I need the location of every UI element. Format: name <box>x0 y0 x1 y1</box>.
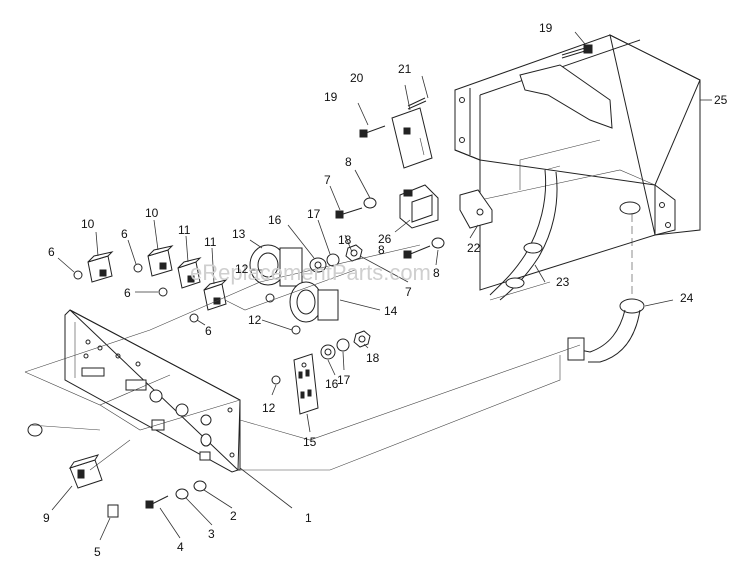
o-ring-12-c <box>271 375 281 385</box>
washer-3 <box>175 488 189 500</box>
callout-12b: 12 <box>248 313 262 327</box>
callout-12a: 12 <box>235 262 249 276</box>
screw-board <box>359 125 386 138</box>
relay-module <box>399 184 439 229</box>
lockwasher-17-lower <box>336 338 350 352</box>
callout-17a: 17 <box>307 207 321 221</box>
callout-1: 1 <box>305 511 312 525</box>
callout-6b: 6 <box>121 227 128 241</box>
callout-8c: 8 <box>433 266 440 280</box>
twist-lock-receptacle-upper <box>249 244 303 287</box>
leader-lines <box>51 31 712 541</box>
callout-23: 23 <box>556 275 570 289</box>
duplex-receptacle <box>293 353 319 415</box>
callout-16b: 16 <box>325 377 339 391</box>
o-ring-6-a <box>73 270 83 280</box>
callout-21: 21 <box>398 62 412 76</box>
assembly-guide-lines <box>24 244 581 471</box>
callout-19b: 19 <box>324 90 338 104</box>
breaker-11-right <box>203 279 228 311</box>
callout-labels: 1 2 3 4 5 6 6 6 6 7 7 8 8 8 9 10 10 11 1… <box>43 21 728 559</box>
washer-2 <box>193 480 207 492</box>
callout-6c: 6 <box>124 286 131 300</box>
o-ring-6-d <box>189 313 199 323</box>
o-ring-6-c <box>158 287 168 297</box>
callout-18b: 18 <box>366 351 380 365</box>
callout-12c: 12 <box>262 401 276 415</box>
circuit-board <box>391 107 433 169</box>
o-ring-6-b <box>133 263 143 273</box>
washer-16-lower <box>320 344 336 360</box>
callout-7b: 7 <box>405 285 412 299</box>
screw-4 <box>145 495 169 509</box>
lockwasher-17-upper <box>326 253 340 267</box>
screw-top-right <box>561 44 593 59</box>
grommet-tube <box>567 214 645 363</box>
rocker-switch <box>68 454 103 489</box>
washer-relay-right <box>431 237 445 249</box>
callout-22: 22 <box>467 241 481 255</box>
control-box-housing <box>454 34 701 291</box>
nut-18-lower <box>353 330 371 348</box>
callout-26: 26 <box>378 232 392 246</box>
callout-6d: 6 <box>205 324 212 338</box>
callout-17b: 17 <box>337 373 351 387</box>
breaker-10-right <box>147 245 174 277</box>
callout-25: 25 <box>714 93 728 107</box>
callout-4: 4 <box>177 540 184 554</box>
callout-14: 14 <box>384 304 398 318</box>
pin <box>407 97 427 110</box>
twist-lock-receptacle-lower <box>289 281 339 323</box>
callout-11a: 11 <box>178 223 191 237</box>
breaker-10-left <box>87 251 114 283</box>
callout-16a: 16 <box>268 213 282 227</box>
callout-15: 15 <box>303 435 317 449</box>
callout-20: 20 <box>350 71 364 85</box>
callout-10a: 10 <box>81 217 95 231</box>
washer-relay-left <box>363 197 377 209</box>
screw-relay-left <box>335 207 363 219</box>
callout-6a: 6 <box>48 245 55 259</box>
callout-11b: 11 <box>204 235 217 249</box>
callout-10b: 10 <box>145 206 159 220</box>
breaker-11-left <box>177 257 202 289</box>
o-ring-12-b <box>291 325 301 335</box>
callout-19a: 19 <box>539 21 553 35</box>
wiring-harness <box>489 165 561 301</box>
watermark-text: eReplacementParts.com <box>190 260 431 285</box>
callout-8b: 8 <box>378 243 385 257</box>
callout-5: 5 <box>94 545 101 559</box>
control-panel <box>64 309 241 473</box>
washer-16-upper <box>309 257 327 273</box>
callout-24: 24 <box>680 291 694 305</box>
callout-7a: 7 <box>324 173 331 187</box>
ring-clip-left <box>27 423 43 437</box>
callout-2: 2 <box>230 509 237 523</box>
callout-8a: 8 <box>345 155 352 169</box>
callout-13: 13 <box>232 227 246 241</box>
callout-18a: 18 <box>338 233 352 247</box>
screw-relay-right <box>403 245 431 259</box>
mounting-bracket <box>459 189 493 229</box>
callout-9: 9 <box>43 511 50 525</box>
nut-18-upper <box>345 244 363 262</box>
clip-5 <box>107 504 119 518</box>
callout-3: 3 <box>208 527 215 541</box>
